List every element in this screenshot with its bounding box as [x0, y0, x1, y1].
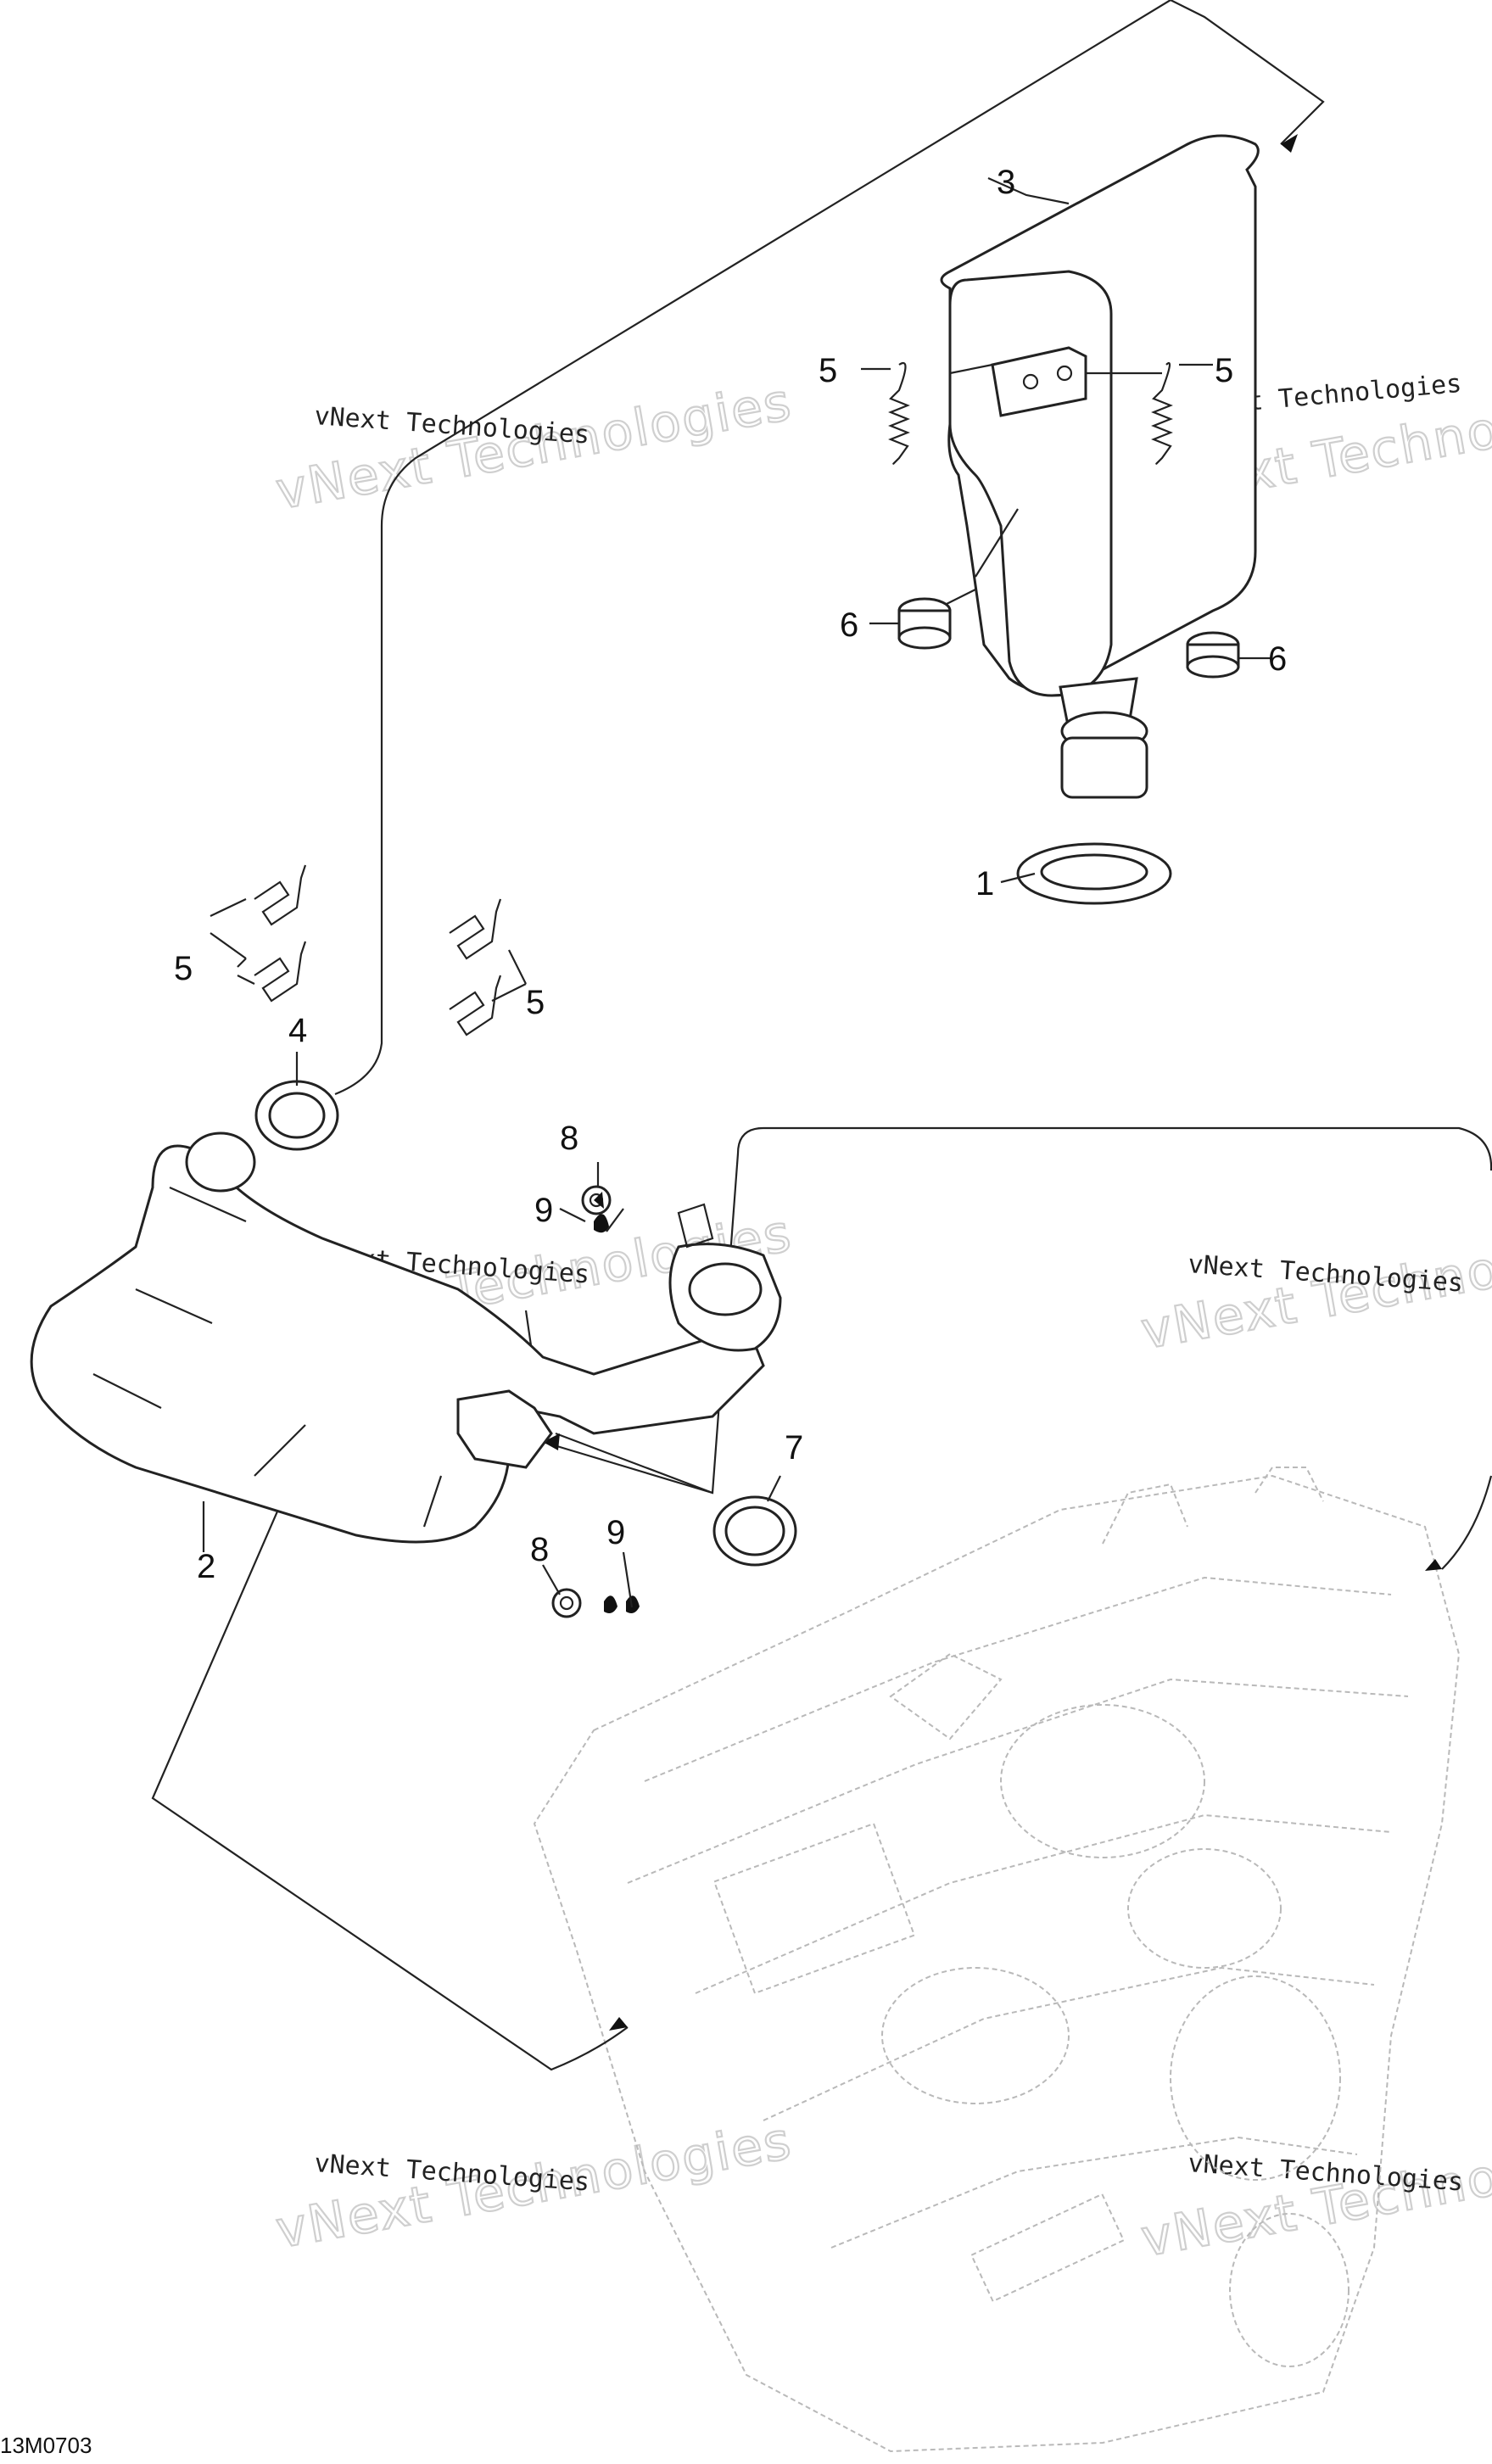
gasket-7-icon	[712, 1495, 797, 1567]
arrowhead-pipe	[543, 1433, 560, 1450]
arrowhead-engine-bottom	[609, 2017, 628, 2031]
gasket-ring-icon	[1016, 842, 1172, 905]
callout-7: 7	[785, 1429, 803, 1467]
spring-icon	[888, 362, 1173, 465]
exhaust-pipe-icon	[30, 1131, 782, 1544]
engine-outline-icon	[533, 1467, 1461, 2453]
callout-5-muffler-left: 5	[819, 352, 837, 389]
watermark-big-1: vNext Technologies	[271, 372, 796, 522]
arrowhead-muffler	[1281, 134, 1298, 153]
callout-6-left: 6	[840, 606, 858, 644]
rubber-bumper-icon	[897, 597, 1240, 679]
reference-code: 13M0703	[0, 2433, 92, 2458]
callout-2: 2	[197, 1548, 215, 1585]
callout-5-muffler-right: 5	[1215, 352, 1233, 389]
callout-1: 1	[975, 865, 994, 902]
washer-icon	[594, 1192, 640, 1613]
callout-3: 3	[997, 164, 1015, 201]
muffler-icon	[940, 134, 1260, 799]
arrowhead-engine	[1425, 1559, 1442, 1571]
callout-labels: 1 2 3 4 5 5 5 5 6 6 7 8 8 9 9	[174, 164, 1287, 1585]
callout-9-bottom: 9	[606, 1514, 625, 1551]
callout-4: 4	[288, 1012, 307, 1049]
callout-8-top: 8	[560, 1120, 578, 1157]
callout-6-right: 6	[1268, 640, 1287, 678]
spring-group-icon	[237, 864, 502, 1036]
callout-leaders	[202, 176, 1272, 1595]
gasket-icon	[254, 1080, 339, 1151]
callout-5-center-group: 5	[526, 984, 545, 1021]
callout-8-bottom: 8	[530, 1531, 549, 1568]
leader-lines	[151, 0, 1492, 2071]
callout-5-left-group: 5	[174, 950, 193, 987]
callout-9-top: 9	[534, 1192, 553, 1229]
